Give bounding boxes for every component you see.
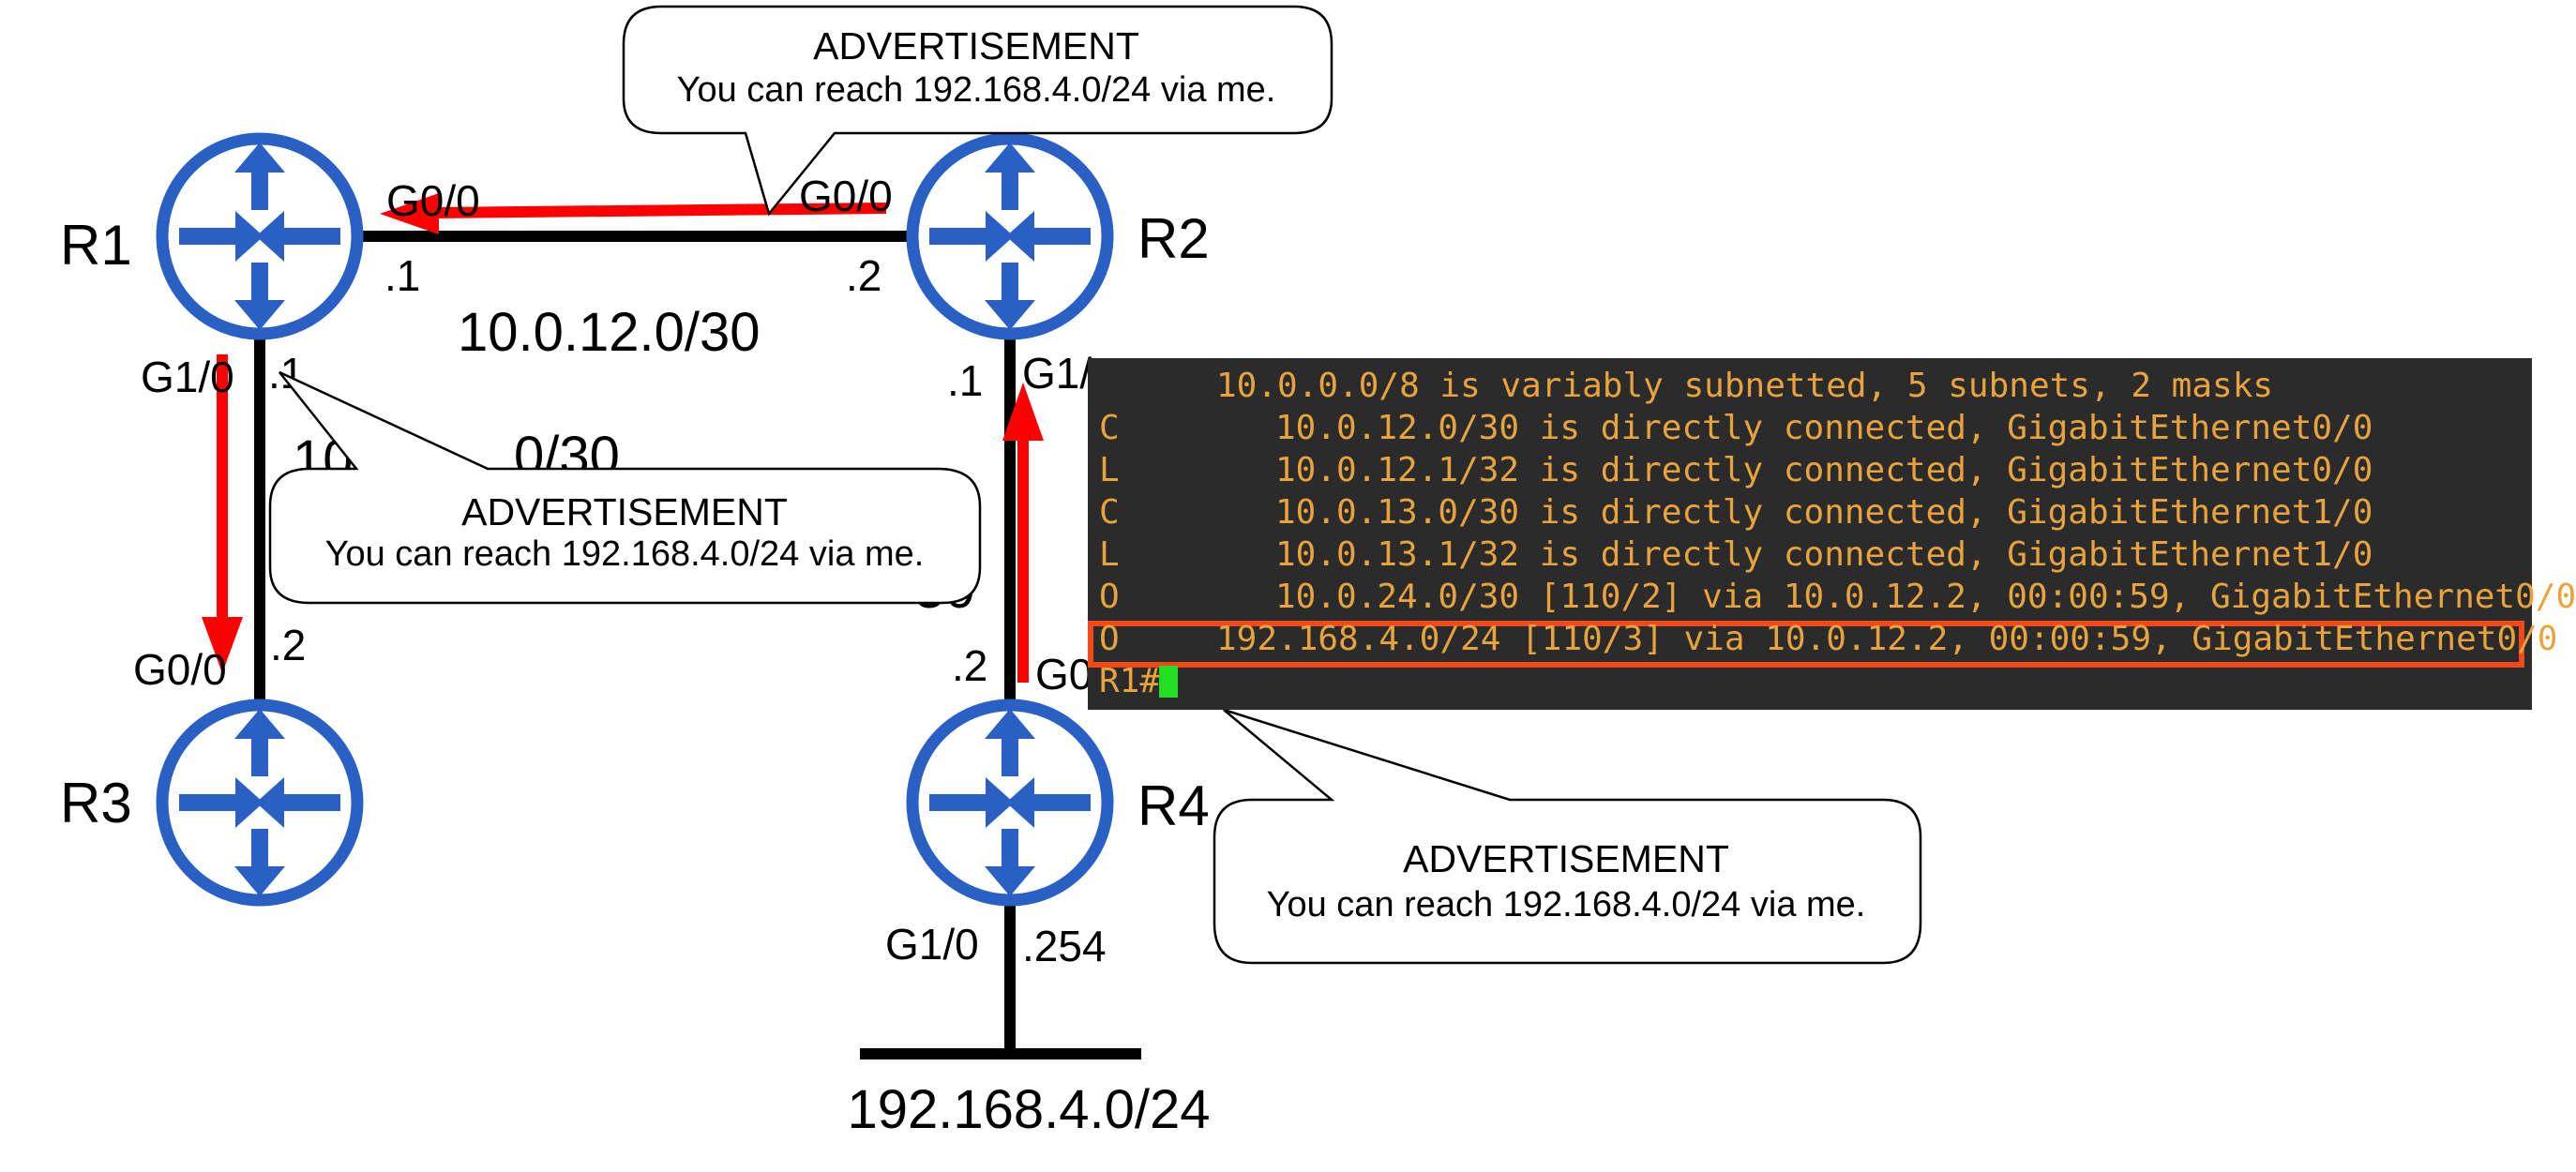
router-r4-label: R4 [1137,774,1210,837]
route-code: O [1099,578,1120,616]
advertisement-arrow-r2-r1 [380,193,887,234]
r4-g00-label: G0 [1035,650,1092,699]
route-code: C [1099,493,1120,532]
terminal-cursor [1159,666,1178,698]
r4-g10-label: G1/0 [885,920,979,969]
callout-text: You can reach 192.168.4.0/24 via me. [325,534,925,574]
subnet-lan-label: 192.168.4.0/24 [847,1079,1210,1140]
advertisement-callout-r1: ADVERTISEMENT You can reach 192.168.4.0/… [268,370,982,605]
route-entry: L 10.0.12.1/32 is directly connected, Gi… [1088,449,2532,491]
router-r1-label: R1 [60,214,132,277]
route-text: 192.168.4.0/24 [110/3] via 10.0.12.2, 00… [1216,620,2558,658]
router-r2-icon [912,139,1107,334]
terminal-header-text: 10.0.0.0/8 is variably subnetted, 5 subn… [1216,367,2274,405]
route-highlight-box [1088,621,2524,668]
terminal-header-line: 10.0.0.0/8 is variably subnetted, 5 subn… [1088,365,2532,407]
route-text: 10.0.24.0/30 [110/2] via 10.0.12.2, 00:0… [1275,578,2576,616]
r2-r4-host-top: .1 [947,356,983,405]
routing-table-terminal: 10.0.0.0/8 is variably subnetted, 5 subn… [1088,358,2576,710]
terminal-prompt-line[interactable]: R1# [1088,660,2532,702]
route-text: 10.0.13.0/30 is directly connected, Giga… [1275,493,2373,532]
subnet-r1-r2-label: 10.0.12.0/30 [458,302,761,363]
advertisement-callout-r4: ADVERTISEMENT You can reach 192.168.4.0/… [1213,708,1922,965]
route-entry: C 10.0.12.0/30 is directly connected, Gi… [1088,407,2532,449]
advertisement-arrow-r4-r2 [1002,383,1044,683]
r1-r3-host-bottom: .2 [270,621,306,669]
router-r3-icon [162,705,357,900]
callout-title: ADVERTISEMENT [813,24,1139,68]
route-code: L [1099,535,1120,574]
r1-r2-host-left: .1 [384,251,420,300]
r3-g00-label: G0/0 [133,645,227,694]
advertisement-callout-r2: ADVERTISEMENT You can reach 192.168.4.0/… [622,5,1333,217]
router-r1-icon [162,139,357,334]
terminal-prompt: R1# [1099,662,1161,700]
route-entry: L 10.0.13.1/32 is directly connected, Gi… [1088,533,2532,576]
r2-g00-label: G0/0 [799,172,893,220]
r2-r4-host-bottom: .2 [952,641,987,690]
router-r2-label: R2 [1137,207,1210,270]
callout-text: You can reach 192.168.4.0/24 via me. [677,70,1276,110]
route-code: O [1099,620,1120,658]
route-text: 10.0.12.0/30 is directly connected, Giga… [1275,409,2373,447]
r1-g10-label: G1/0 [141,353,234,401]
route-entry: C 10.0.13.0/30 is directly connected, Gi… [1088,491,2532,533]
r1-g00-label: G0/0 [386,176,480,225]
router-r4-icon [912,705,1107,900]
callout-text: You can reach 192.168.4.0/24 via me. [1267,885,1866,924]
callout-title: ADVERTISEMENT [461,490,788,533]
route-entry: O 10.0.24.0/30 [110/2] via 10.0.12.2, 00… [1088,576,2576,618]
r2-g10-label: G1/ [1022,349,1092,398]
route-code: L [1099,451,1120,489]
highlighted-route-entry: O 192.168.4.0/24 [110/3] via 10.0.12.2, … [1088,618,2557,668]
callout-title: ADVERTISEMENT [1403,837,1729,880]
route-text: 10.0.13.1/32 is directly connected, Giga… [1275,535,2373,574]
r1-r2-host-right: .2 [846,251,881,300]
router-r3-label: R3 [60,772,132,834]
route-code: C [1099,409,1120,447]
r4-lan-host: .254 [1022,922,1107,970]
advertisement-arrow-r1-r3 [202,354,243,673]
route-text: 10.0.12.1/32 is directly connected, Giga… [1275,451,2373,489]
